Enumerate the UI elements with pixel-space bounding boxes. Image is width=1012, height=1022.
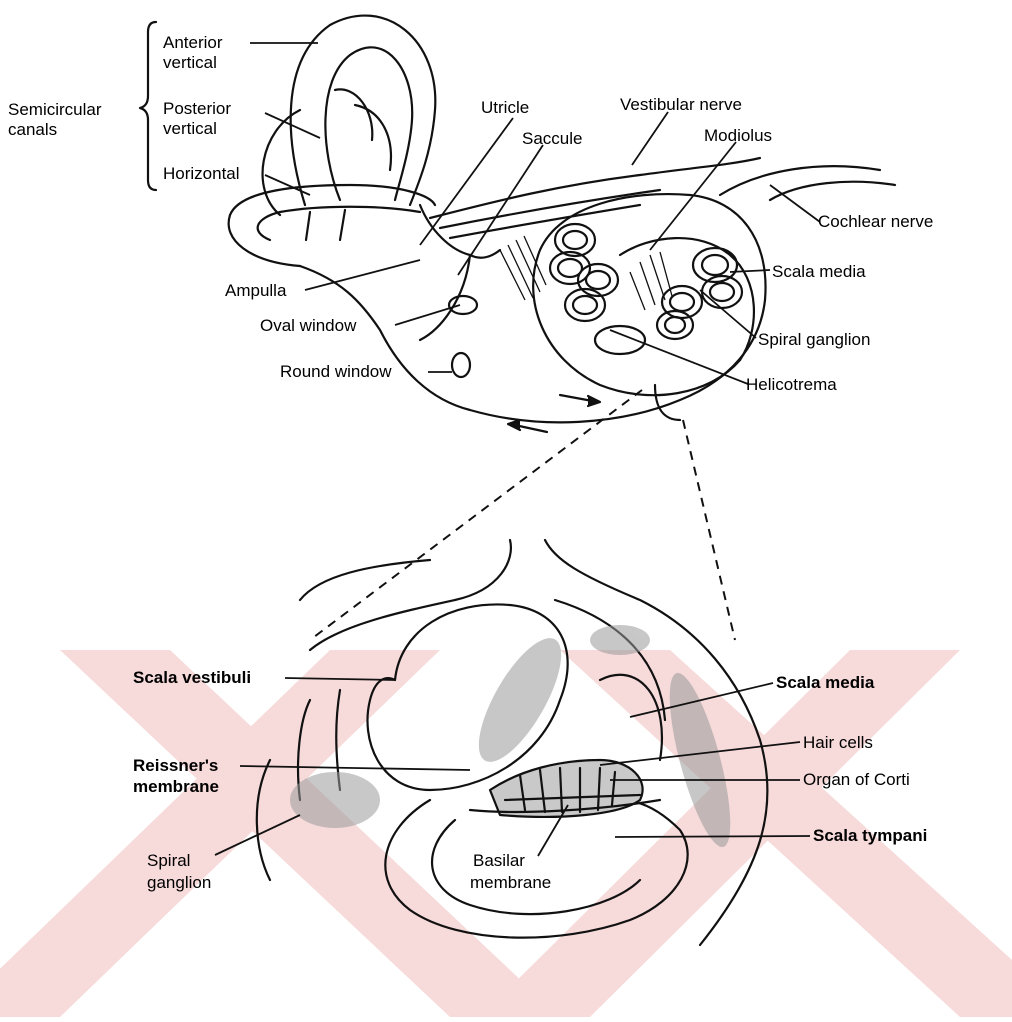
anterior-canal [291,16,436,205]
label-spiral-ganglion-top: Spiral ganglion [758,330,870,350]
label-scala-media-top: Scala media [772,262,866,282]
label-cochlear-nerve: Cochlear nerve [818,212,933,232]
modiolus-hatching [500,236,672,310]
label-ampulla: Ampulla [225,281,286,301]
label-spiral-ganglion-bottom-2: ganglion [147,873,211,893]
label-organ-of-corti: Organ of Corti [803,770,910,790]
label-posterior-1: Posterior [163,99,231,119]
label-anterior-1: Anterior [163,33,223,53]
label-semicircular-canals-1: Semicircular [8,100,102,120]
label-scala-media-bottom: Scala media [776,673,874,693]
label-horizontal: Horizontal [163,164,240,184]
vestibular-nerve [430,158,760,218]
label-basilar-1: Basilar [473,851,525,871]
label-semicircular-canals-2: canals [8,120,57,140]
label-reissners-1: Reissner's [133,756,218,776]
label-reissners-2: membrane [133,777,219,797]
label-oval-window: Oval window [260,316,356,336]
label-scala-tympani: Scala tympani [813,826,927,846]
label-hair-cells: Hair cells [803,733,873,753]
label-modiolus: Modiolus [704,126,772,146]
label-vestibular-nerve: Vestibular nerve [620,95,742,115]
label-basilar-2: membrane [470,873,551,893]
label-scala-vestibuli: Scala vestibuli [133,668,251,688]
label-helicotrema: Helicotrema [746,375,837,395]
canals-bracket [140,22,156,190]
label-utricle: Utricle [481,98,529,118]
label-saccule: Saccule [522,129,582,149]
label-round-window: Round window [280,362,392,382]
label-posterior-2: vertical [163,119,217,139]
label-anterior-2: vertical [163,53,217,73]
label-spiral-ganglion-bottom-1: Spiral [147,851,190,871]
